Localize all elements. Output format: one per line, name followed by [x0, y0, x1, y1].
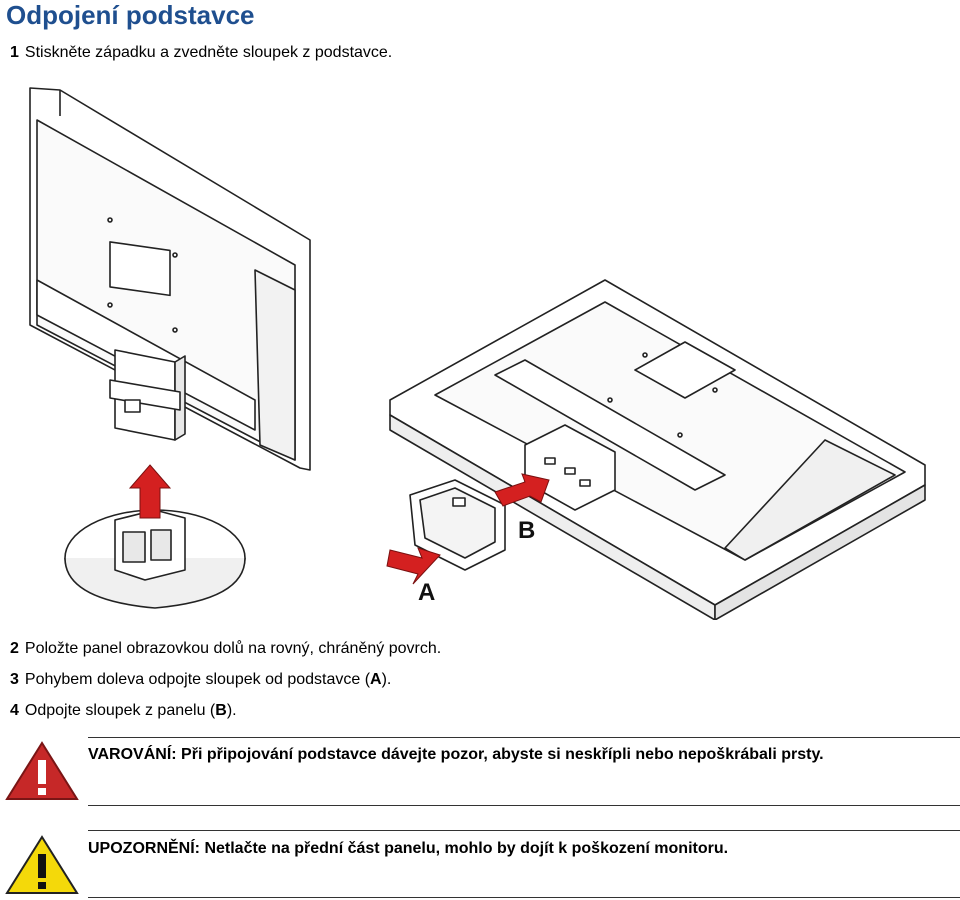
step-3-number: 3	[10, 671, 19, 688]
step-3-ref: A	[370, 671, 382, 688]
step-2: 2 Položte panel obrazovkou dolů na rovný,…	[10, 640, 441, 658]
step-3-text-pre: Pohybem doleva odpojte sloupek od podsta…	[24, 671, 371, 688]
step-1-number: 1	[10, 44, 19, 61]
warning-text: VAROVÁNÍ: Při připojování podstavce dáve…	[88, 746, 824, 763]
stand-removal-illustration: B A	[29, 87, 926, 620]
step-3-text-post: ).	[381, 671, 392, 688]
arrow-b	[494, 473, 550, 507]
upright-monitor	[29, 87, 311, 471]
caution-text: UPOZORNĚNÍ: Netlačte na přední část pane…	[88, 840, 729, 857]
step-4-text-pre: Odpojte sloupek z panelu (	[24, 702, 216, 719]
warning-bottom-rule	[88, 805, 960, 806]
step-4-text-post: ).	[226, 702, 237, 719]
step-4-number: 4	[10, 702, 19, 719]
label-b: B	[518, 517, 535, 544]
step-3: 3 Pohybem doleva odpojte sloupek od podst…	[10, 671, 391, 689]
caution-top-rule	[88, 830, 960, 831]
stand-base	[64, 509, 246, 609]
label-a: A	[418, 579, 435, 606]
arrow-a	[386, 547, 441, 585]
caution-bottom-rule	[88, 897, 960, 898]
step-2-text: Položte panel obrazovkou dolů na rovný, …	[24, 640, 442, 657]
step-1-text: Stiskněte západku a zvedněte sloupek z p…	[24, 44, 393, 61]
step-4: 4 Odpojte sloupek z panelu (B).	[10, 702, 237, 720]
step-1: 1 Stiskněte západku a zvedněte sloupek z …	[10, 44, 392, 62]
step-4-ref: B	[215, 702, 227, 719]
caution-triangle-icon	[5, 835, 79, 894]
detached-column	[409, 479, 506, 571]
page-title: Odpojení podstavce	[6, 0, 255, 30]
lift-arrow	[128, 464, 172, 519]
warning-top-rule	[88, 737, 960, 738]
lying-monitor	[389, 279, 926, 620]
arrows	[128, 464, 550, 585]
step-2-number: 2	[10, 640, 19, 657]
warning-triangle-icon	[5, 741, 79, 800]
